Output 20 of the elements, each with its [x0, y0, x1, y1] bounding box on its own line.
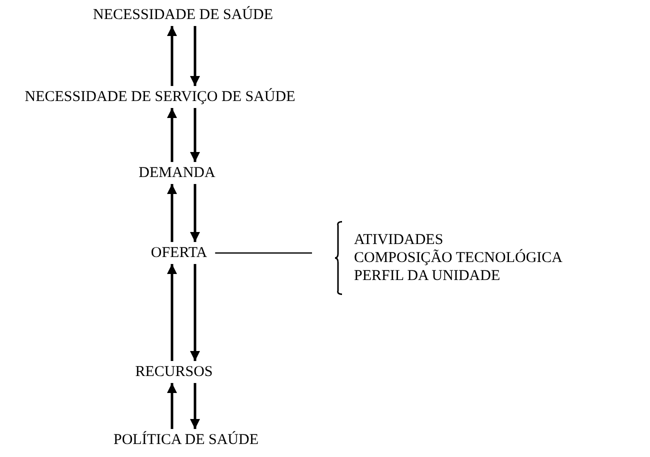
- node-label: POLÍTICA DE SAÚDE: [114, 431, 258, 449]
- arrow: [167, 26, 177, 86]
- arrow: [167, 184, 177, 242]
- arrow: [190, 264, 200, 361]
- list-item: COMPOSIÇÃO TECNOLÓGICA: [354, 249, 562, 267]
- list-item: ATIVIDADES: [354, 231, 444, 249]
- arrow: [167, 108, 177, 162]
- node-label: RECURSOS: [135, 363, 213, 381]
- arrow: [190, 26, 200, 86]
- node-label: NECESSIDADE DE SAÚDE: [93, 6, 273, 24]
- arrow: [167, 383, 177, 429]
- arrow: [190, 383, 200, 429]
- arrow: [167, 264, 177, 361]
- arrow: [190, 108, 200, 162]
- node-label: OFERTA: [150, 244, 208, 262]
- node-label: DEMANDA: [138, 164, 216, 182]
- arrow: [190, 184, 200, 242]
- node-label: NECESSIDADE DE SERVIÇO DE SAÚDE: [24, 88, 296, 106]
- list-item: PERFIL DA UNIDADE: [354, 267, 500, 285]
- connector-line: [215, 252, 312, 254]
